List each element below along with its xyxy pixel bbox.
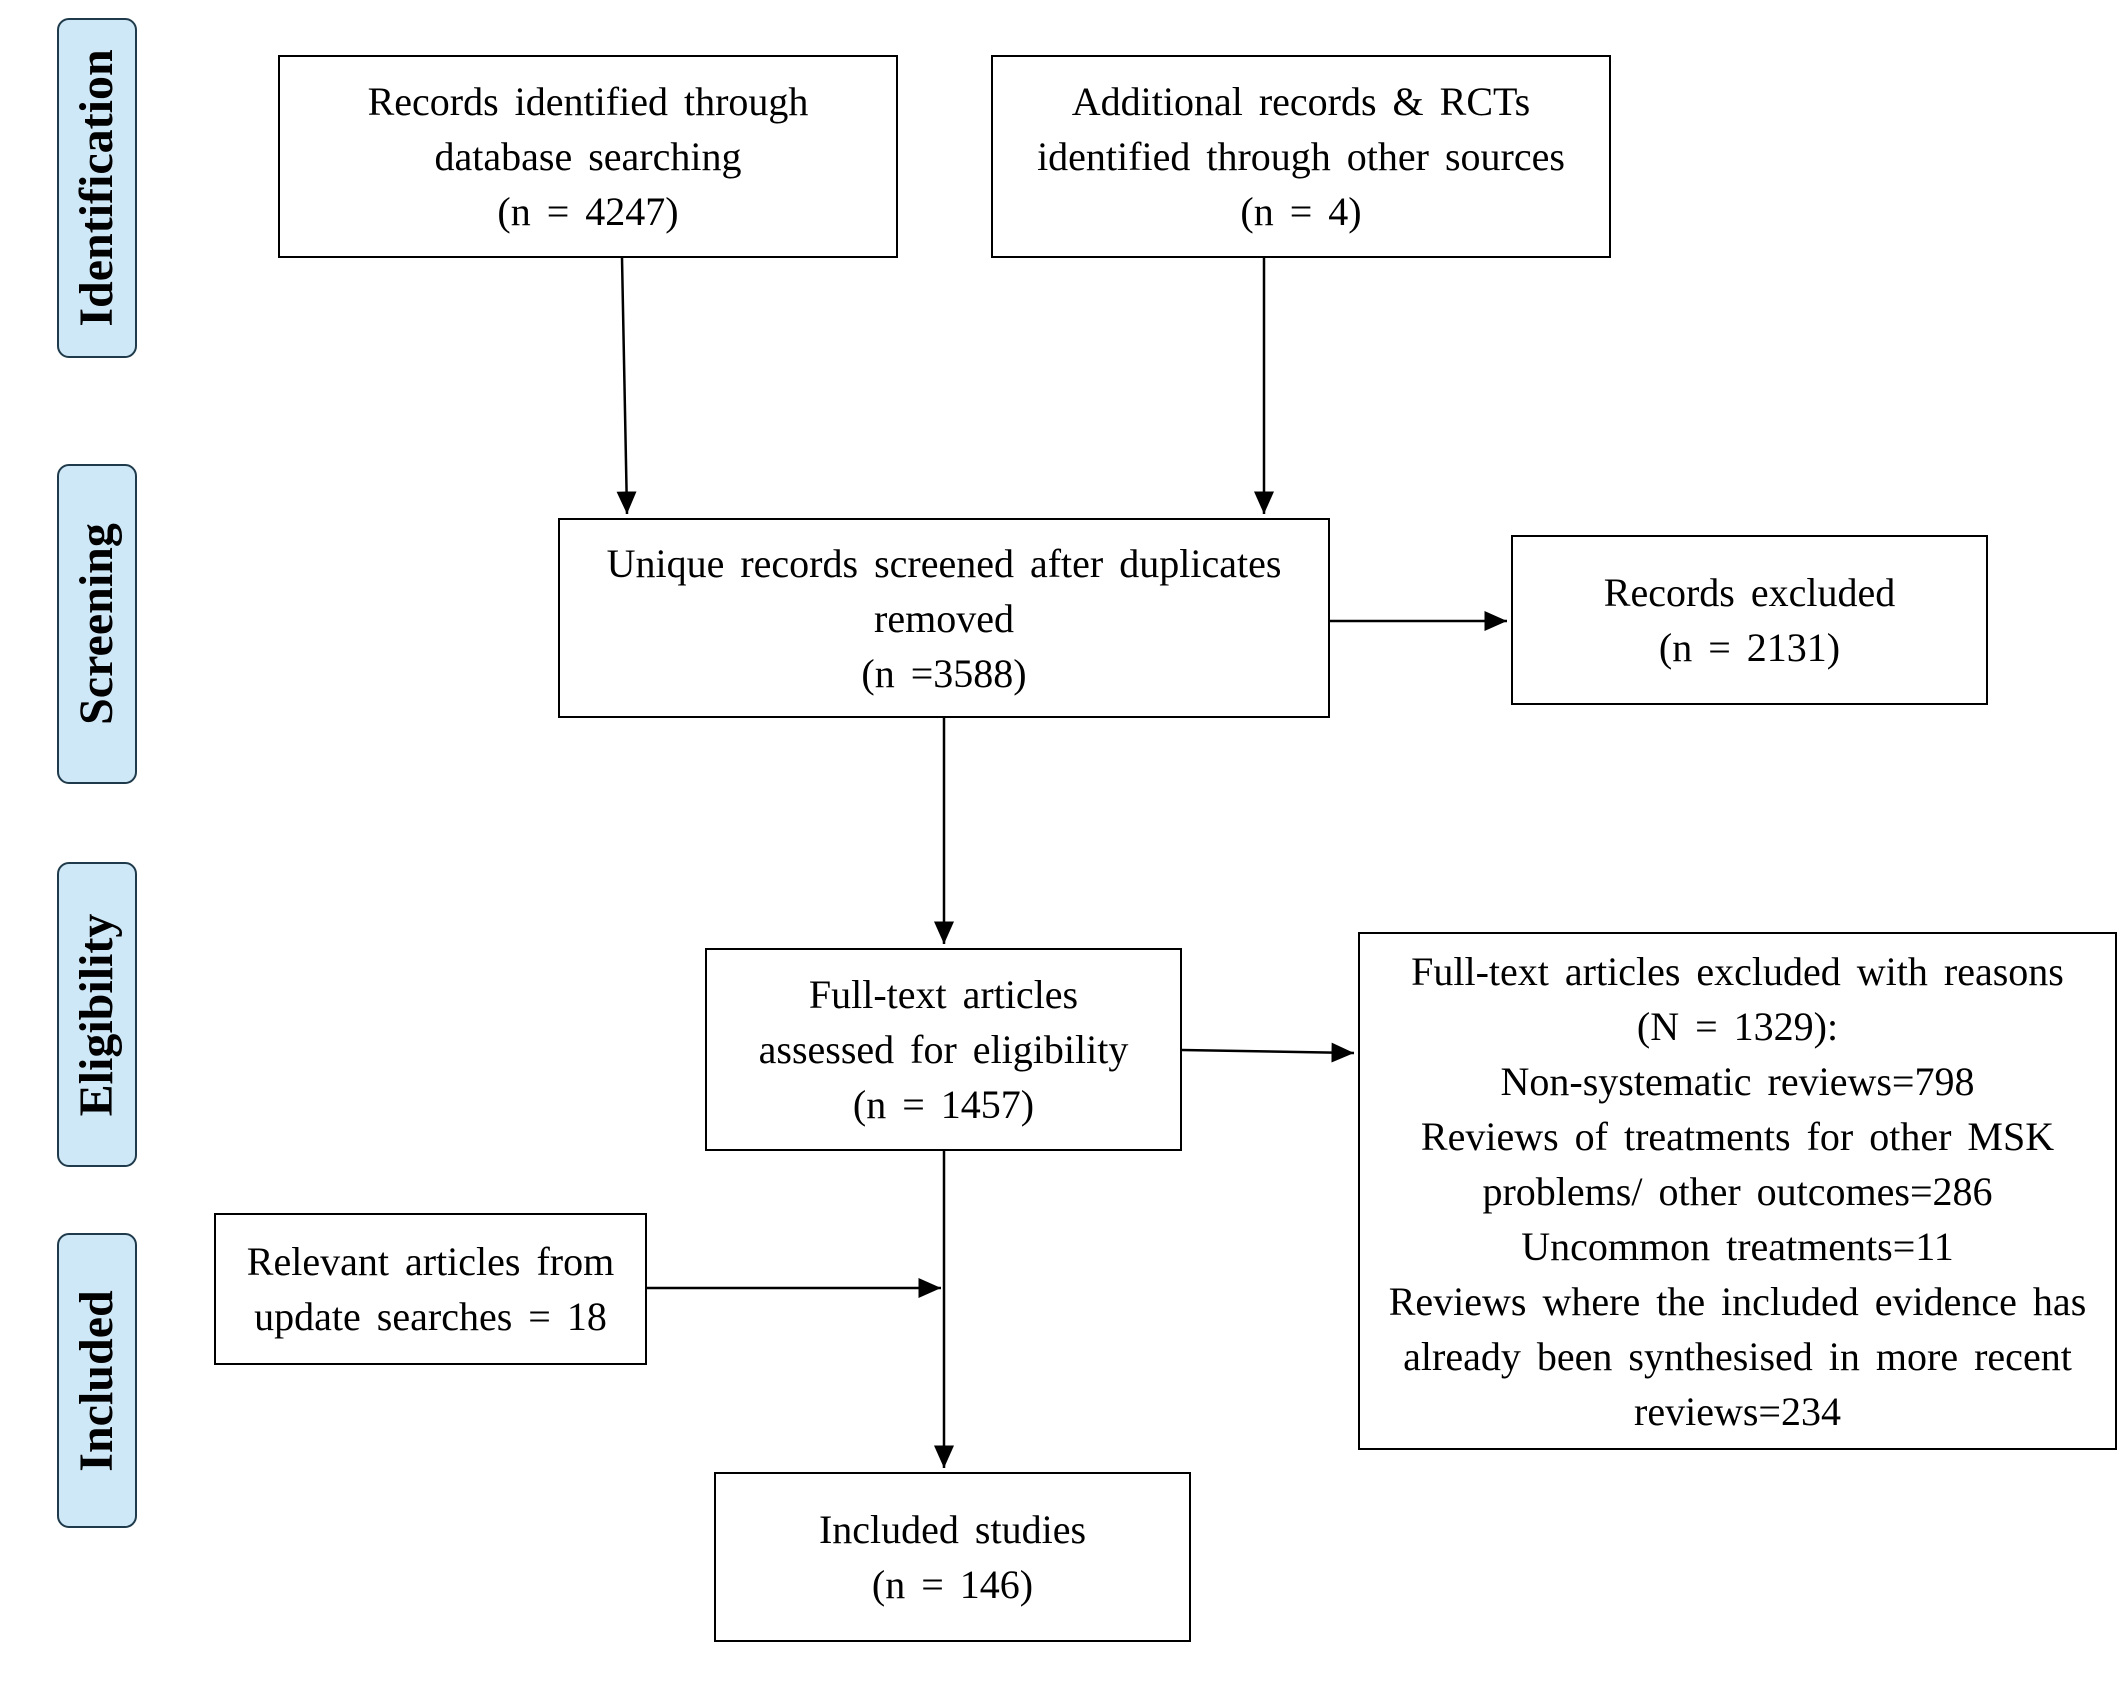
box-line: database searching xyxy=(434,134,742,179)
box-line: (n = 2131) xyxy=(1658,625,1841,670)
box-records-excluded: Records excluded (n = 2131) xyxy=(1511,535,1988,705)
box-line: Records identified through xyxy=(367,79,809,124)
box-line: Relevant articles from xyxy=(246,1239,615,1284)
phase-identification: Identification xyxy=(57,18,137,358)
box-line: assessed for eligibility xyxy=(758,1027,1129,1072)
box-full-text-assessed: Full-text articles assessed for eligibil… xyxy=(705,948,1182,1151)
box-line: identified through other sources xyxy=(1037,134,1565,179)
box-line: Full-text articles xyxy=(808,972,1079,1017)
box-line: Reviews where the included evidence has xyxy=(1388,1278,2087,1324)
box-line: (n = 4) xyxy=(1240,189,1362,234)
box-update-searches: Relevant articles from update searches =… xyxy=(214,1213,647,1365)
box-database-records: Records identified through database sear… xyxy=(278,55,898,258)
box-unique-screened: Unique records screened after duplicates… xyxy=(558,518,1330,718)
arrow-fulltext-to-excluded xyxy=(1181,1042,1355,1063)
box-line: (n = 1457) xyxy=(852,1082,1035,1127)
box-line: removed xyxy=(874,595,1014,641)
box-line: Unique records screened after duplicates xyxy=(606,540,1282,586)
box-line: (n = 146) xyxy=(871,1562,1034,1607)
box-line: Reviews of treatments for other MSK xyxy=(1420,1113,2055,1159)
box-full-text-excluded: Full-text articles excluded with reasons… xyxy=(1358,932,2117,1450)
box-line: Full-text articles excluded with reasons xyxy=(1411,948,2064,994)
arrow-database-to-screened xyxy=(616,257,637,515)
phase-included: Included xyxy=(57,1233,137,1528)
box-line: already been synthesised in more recent xyxy=(1403,1333,2072,1379)
box-line: Additional records & RCTs xyxy=(1071,79,1531,124)
box-additional-records: Additional records & RCTs identified thr… xyxy=(991,55,1611,258)
box-line: (n =3588) xyxy=(861,650,1027,696)
box-line: problems/ other outcomes=286 xyxy=(1482,1168,1993,1214)
box-line: Records excluded xyxy=(1603,570,1896,615)
box-line: update searches = 18 xyxy=(254,1294,607,1339)
box-line: Uncommon treatments=11 xyxy=(1521,1223,1954,1269)
box-line: reviews=234 xyxy=(1634,1388,1841,1434)
box-line: (n = 4247) xyxy=(497,189,679,234)
phase-eligibility: Eligibility xyxy=(57,862,137,1167)
box-line: Non-systematic reviews=798 xyxy=(1500,1058,1975,1104)
box-included-studies: Included studies (n = 146) xyxy=(714,1472,1191,1642)
box-line: (N = 1329): xyxy=(1636,1003,1839,1049)
box-line: Included studies xyxy=(818,1507,1087,1552)
phase-screening: Screening xyxy=(57,464,137,784)
